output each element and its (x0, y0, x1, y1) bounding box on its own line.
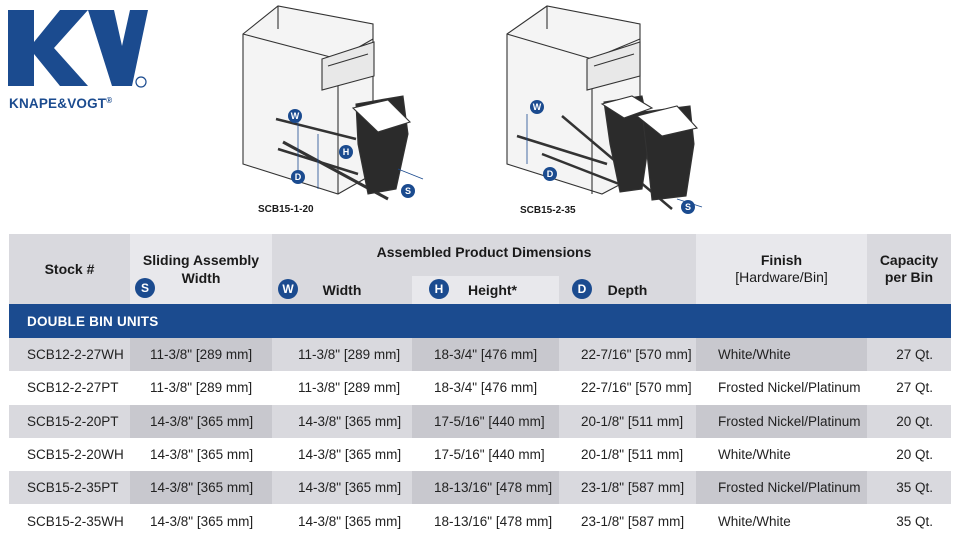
cell-stock: SCB15-2-35PT (27, 480, 119, 496)
cell-height: 18-3/4" [476 mm] (434, 380, 538, 396)
cell-stock: SCB15-2-35WH (27, 513, 124, 529)
cell-height: 17-5/16" [440 mm] (434, 447, 545, 463)
cell-stock: SCB15-2-20PT (27, 413, 119, 429)
cell-stock: SCB12-2-27PT (27, 380, 119, 396)
cell-depth: 23-1/8" [587 mm] (581, 513, 685, 529)
header-depth-label: Depth (607, 282, 648, 298)
specification-table: Stock # Sliding Assembly Width S Assembl… (9, 234, 951, 538)
table-row: SCB15-2-20WH 14-3/8" [365 mm] 14-3/8" [365… (9, 438, 951, 471)
cell-sliding: 11-3/8" [289 mm] (150, 380, 253, 396)
header-depth: D Depth (559, 276, 696, 304)
cell-depth: 20-1/8" [511 mm] (581, 413, 684, 429)
header-stock: Stock # (9, 234, 130, 304)
cell-capacity: 20 Qt. (896, 413, 933, 429)
cell-width: 14-3/8" [365 mm] (298, 413, 402, 429)
registered-mark: ® (106, 96, 113, 105)
header-group-dimensions: Assembled Product Dimensions (376, 244, 592, 260)
knape-vogt-logo: KNAPE&VOGT® (8, 8, 153, 113)
logo-wordmark: KNAPE&VOGT® (9, 96, 112, 111)
cell-width: 14-3/8" [365 mm] (298, 447, 402, 463)
callout-s: S (685, 202, 691, 212)
cell-width: 14-3/8" [365 mm] (298, 480, 402, 496)
header-sliding: Sliding Assembly Width S (130, 234, 272, 304)
header-width-label: Width (322, 282, 362, 298)
cell-depth: 23-1/8" [587 mm] (581, 480, 685, 496)
section-double-bin-units: DOUBLE BIN UNITS (9, 304, 951, 338)
callout-d: D (547, 169, 554, 179)
cell-finish: Frosted Nickel/Platinum (718, 380, 861, 396)
header-sliding-line1: Sliding Assembly (142, 252, 260, 268)
cell-depth: 22-7/16" [570 mm] (581, 380, 692, 396)
table-row: SCB12-2-27WH 11-3/8" [289 mm] 11-3/8" [289… (9, 338, 951, 372)
cell-stock: SCB12-2-27WH (27, 347, 124, 363)
diagram-label-1: SCB15-1-20 (258, 204, 314, 215)
table-row: SCB15-2-35PT 14-3/8" [365 mm] 14-3/8" [365… (9, 471, 951, 505)
cell-sliding: 14-3/8" [365 mm] (130, 471, 272, 505)
cell-height: 18-3/4" [476 mm] (412, 338, 559, 372)
cell-height: 17-5/16" [440 mm] (412, 404, 559, 438)
cell-capacity: 35 Qt. (896, 513, 933, 529)
cell-sliding: 14-3/8" [365 mm] (150, 447, 254, 463)
header-capacity-line1: Capacity (879, 252, 939, 268)
header-capacity-line2: per Bin (884, 269, 934, 285)
cell-finish: White/White (718, 447, 791, 463)
cell-height: 18-13/16" [478 mm] (434, 513, 553, 529)
table-body: SCB12-2-27WH 11-3/8" [289 mm] 11-3/8" [289… (9, 338, 951, 538)
product-diagram-single-bin: W H D S (242, 5, 424, 201)
cell-finish: Frosted Nickel/Platinum (696, 404, 867, 438)
callout-d: D (295, 172, 302, 182)
header-finish-line1: Finish (760, 252, 803, 268)
cell-finish: White/White (696, 338, 867, 372)
cell-stock: SCB15-2-20WH (27, 447, 124, 463)
table-row: SCB15-2-35WH 14-3/8" [365 mm] 14-3/8" [365… (9, 504, 951, 537)
cell-sliding: 14-3/8" [365 mm] (150, 513, 254, 529)
header-height-label: Height* (468, 282, 517, 298)
cell-width: 11-3/8" [289 mm] (298, 380, 401, 396)
cell-capacity: 20 Qt. (896, 447, 933, 463)
kv-logo-mark (8, 10, 148, 88)
diagram-label-2: SCB15-2-35 (520, 205, 576, 216)
badge-h: H (429, 279, 449, 299)
table-row: SCB12-2-27PT 11-3/8" [289 mm] 11-3/8" [289… (9, 371, 951, 404)
cell-sliding: 11-3/8" [289 mm] (130, 338, 272, 372)
header-stock-label: Stock # (44, 260, 95, 277)
cell-capacity: 27 Qt. (896, 347, 933, 363)
cell-finish: Frosted Nickel/Platinum (696, 471, 867, 505)
cell-capacity: 35 Qt. (896, 480, 933, 496)
cell-depth: 22-7/16" [570 mm] (581, 347, 692, 363)
cell-height: 18-13/16" [478 mm] (412, 471, 559, 505)
table-header: Stock # Sliding Assembly Width S Assembl… (9, 234, 951, 304)
badge-s: S (135, 278, 155, 298)
header-width: W Width (272, 276, 412, 304)
header-height: H Height* (412, 276, 559, 304)
header-finish-line2: [Hardware/Bin] (735, 269, 828, 285)
cell-finish: White/White (718, 513, 791, 529)
logo-wordmark-text: KNAPE&VOGT (9, 96, 107, 111)
callout-w: W (533, 102, 542, 112)
header-capacity: Capacity per Bin (867, 234, 951, 304)
cell-capacity: 27 Qt. (896, 380, 933, 396)
callout-s: S (405, 186, 411, 196)
table-row: SCB15-2-20PT 14-3/8" [365 mm] 14-3/8" [365… (9, 404, 951, 438)
cell-depth: 20-1/8" [511 mm] (581, 447, 684, 463)
badge-d: D (572, 279, 592, 299)
header-sliding-line2: Width (181, 270, 221, 286)
product-diagram-double-bin: W D S (506, 5, 703, 214)
badge-w: W (278, 279, 298, 299)
cell-sliding: 14-3/8" [365 mm] (130, 404, 272, 438)
callout-h: H (343, 147, 350, 157)
cell-width: 14-3/8" [365 mm] (298, 513, 402, 529)
callout-w: W (291, 111, 300, 121)
header-finish: Finish [Hardware/Bin] (696, 234, 867, 304)
cell-width: 11-3/8" [289 mm] (298, 347, 401, 363)
